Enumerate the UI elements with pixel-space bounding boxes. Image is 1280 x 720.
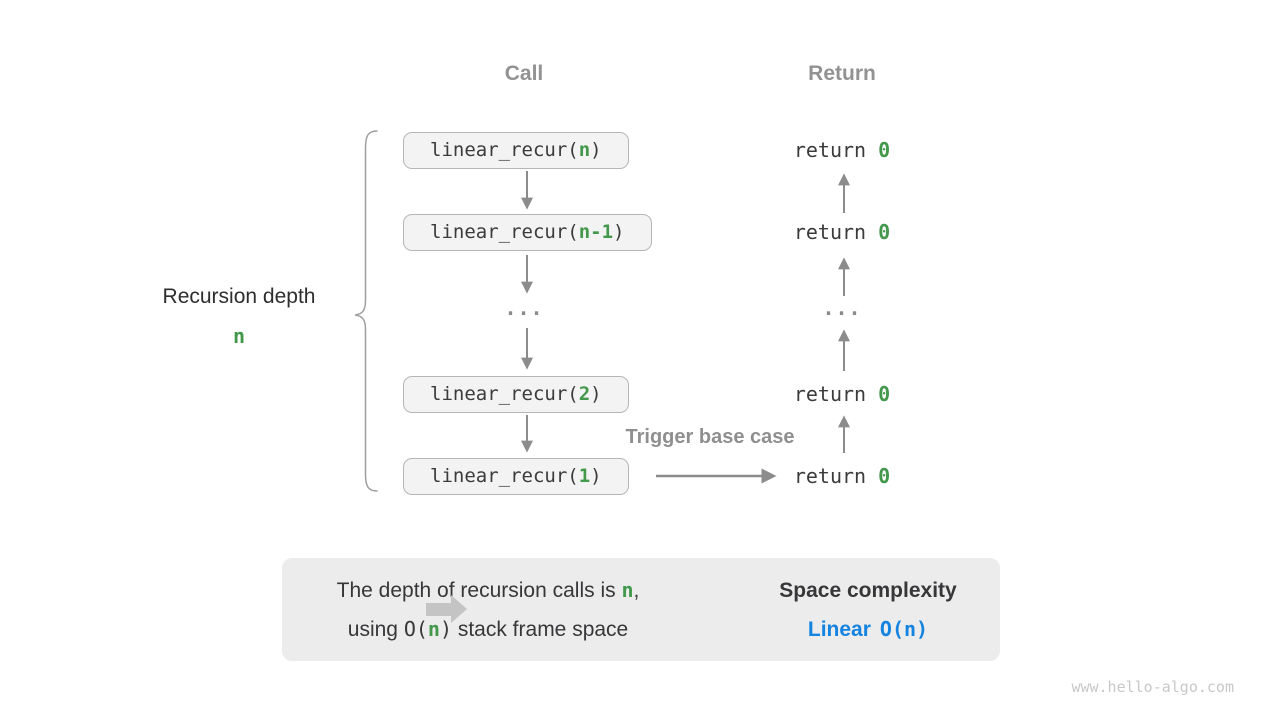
- return-value: 0: [878, 220, 891, 244]
- summary-result: Space complexity Linear O(n): [768, 571, 968, 649]
- return-keyword: return: [793, 464, 879, 488]
- return-statement: return 0: [762, 382, 922, 407]
- summary-n: n: [621, 578, 634, 602]
- code-arg: 2: [578, 383, 591, 405]
- recursion-depth-value: n: [232, 324, 246, 348]
- summary-panel: The depth of recursion calls is n, using…: [282, 558, 1000, 661]
- call-box-linear-recur-n-1: linear_recur(n-1): [403, 214, 652, 251]
- complexity-notation: O(n): [879, 617, 929, 641]
- return-value: 0: [878, 138, 891, 162]
- implies-arrow-head-icon: [451, 595, 467, 623]
- code-arg: 1: [578, 465, 591, 487]
- space-complexity-value: Linear O(n): [768, 610, 968, 649]
- site-watermark: www.hello-algo.com: [1071, 678, 1234, 696]
- code-prefix: linear_recur(: [430, 465, 579, 487]
- summary-description: The depth of recursion calls is n, using…: [308, 571, 668, 649]
- code-arg: n-1: [578, 221, 614, 243]
- implies-arrow-icon: [426, 603, 451, 616]
- code-suffix: ): [590, 383, 602, 405]
- code-prefix: linear_recur(: [430, 221, 579, 243]
- return-keyword: return: [793, 220, 879, 244]
- call-box-linear-recur-2: linear_recur(2): [403, 376, 629, 413]
- summary-text: The depth of recursion calls is: [336, 579, 622, 602]
- code-suffix: ): [590, 465, 602, 487]
- recursion-depth-label: Recursion depth: [162, 285, 316, 308]
- call-ellipsis: ...: [504, 296, 544, 320]
- summary-line-2: using O(n) stack frame space: [308, 610, 668, 649]
- complexity-class-label: Linear: [807, 618, 871, 641]
- big-o-n: n: [427, 617, 440, 641]
- return-column-header: Return: [808, 62, 876, 85]
- code-prefix: linear_recur(: [430, 139, 579, 161]
- summary-text: stack frame space: [452, 618, 629, 641]
- big-o-close: ): [439, 617, 452, 641]
- space-complexity-title: Space complexity: [779, 579, 957, 602]
- code-prefix: linear_recur(: [430, 383, 579, 405]
- return-statement: return 0: [762, 464, 922, 489]
- recursion-depth-brace: [354, 130, 378, 492]
- return-value: 0: [878, 382, 891, 406]
- code-arg: n: [578, 139, 591, 161]
- call-column-header: Call: [504, 62, 544, 85]
- return-keyword: return: [793, 382, 879, 406]
- code-suffix: ): [613, 221, 625, 243]
- call-box-linear-recur-n: linear_recur(n): [403, 132, 629, 169]
- summary-text: using: [347, 618, 404, 641]
- code-suffix: ): [590, 139, 602, 161]
- return-value: 0: [878, 464, 891, 488]
- big-o-open: O(: [403, 617, 428, 641]
- return-keyword: return: [793, 138, 879, 162]
- summary-line-1: The depth of recursion calls is n,: [308, 571, 668, 610]
- return-ellipsis: ...: [822, 296, 862, 320]
- return-statement: return 0: [762, 220, 922, 245]
- trigger-base-case-label: Trigger base case: [625, 426, 795, 448]
- call-box-linear-recur-1: linear_recur(1): [403, 458, 629, 495]
- summary-text: ,: [633, 579, 640, 602]
- return-statement: return 0: [762, 138, 922, 163]
